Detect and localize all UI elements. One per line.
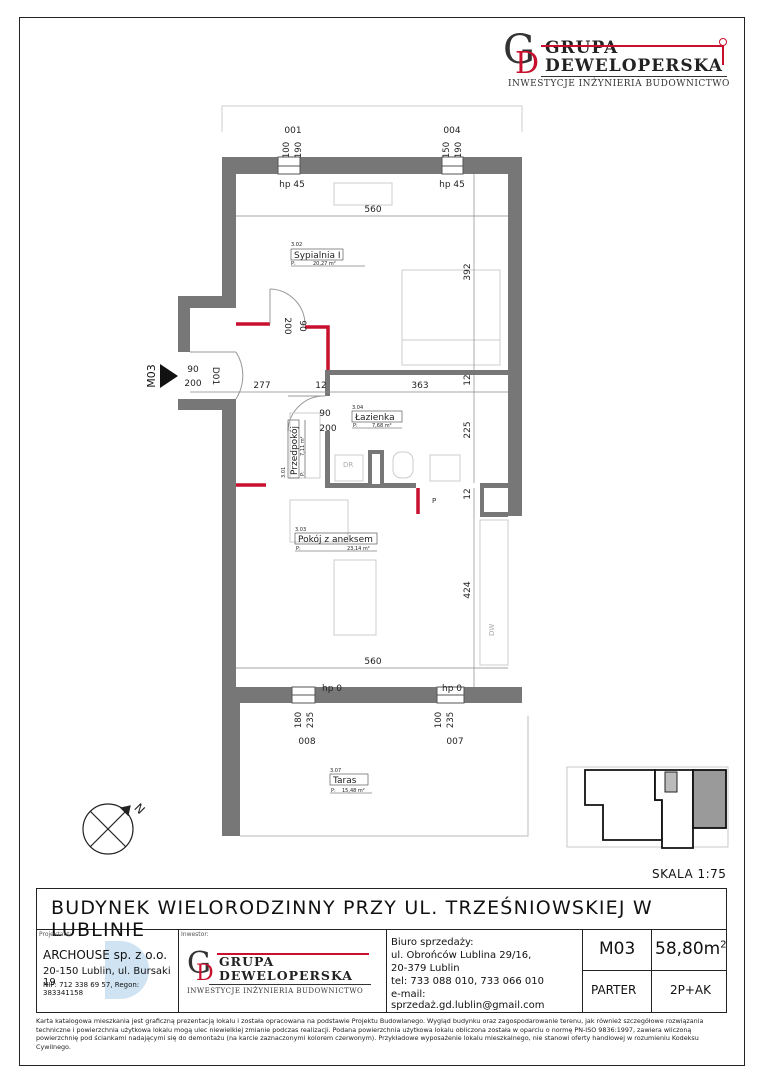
svg-text:150: 150 bbox=[442, 142, 452, 158]
svg-text:235: 235 bbox=[446, 712, 456, 728]
info-row: Projektant: ARCHOUSE sp. z o.o. 20-150 L… bbox=[36, 929, 727, 1013]
unit-area-cell: 58,80m2 2P+AK bbox=[652, 929, 727, 1012]
entry-arrow bbox=[160, 364, 178, 388]
svg-text:3.02: 3.02 bbox=[291, 242, 302, 248]
svg-text:363: 363 bbox=[411, 381, 428, 391]
roof-outline bbox=[221, 105, 523, 132]
logo-line1: GRUPA bbox=[545, 38, 619, 58]
unit-floor: PARTER bbox=[591, 983, 637, 997]
designer-name: ARCHOUSE sp. z o.o. bbox=[43, 948, 168, 962]
svg-text:90: 90 bbox=[187, 365, 199, 375]
svg-text:235: 235 bbox=[306, 712, 316, 728]
hp-label: hp 45 bbox=[279, 180, 305, 190]
svg-text:225: 225 bbox=[463, 421, 473, 438]
svg-text:3.03: 3.03 bbox=[295, 527, 306, 533]
furniture bbox=[289, 182, 509, 666]
svg-text:90: 90 bbox=[297, 320, 307, 332]
scale-label: SKALA 1:75 bbox=[652, 867, 727, 881]
room-area: 20,27 m² bbox=[313, 261, 336, 267]
hp-label: hp 0 bbox=[442, 684, 462, 694]
north-compass-icon bbox=[82, 803, 134, 855]
svg-text:3.07: 3.07 bbox=[330, 768, 341, 774]
svg-text:200: 200 bbox=[184, 379, 201, 389]
svg-text:560: 560 bbox=[364, 657, 381, 667]
svg-text:3.04: 3.04 bbox=[352, 405, 363, 411]
svg-text:P:: P: bbox=[296, 546, 301, 552]
svg-text:12: 12 bbox=[463, 488, 473, 499]
walls bbox=[178, 157, 522, 836]
svg-text:12: 12 bbox=[315, 381, 326, 391]
terrace-outline bbox=[240, 716, 529, 837]
building-title: BUDYNEK WIELORODZINNY PRZY UL. TRZEŚNIOW… bbox=[51, 897, 653, 941]
dimension-lines bbox=[190, 174, 508, 687]
hp-label: hp 0 bbox=[322, 684, 342, 694]
doors bbox=[190, 288, 326, 432]
designer-ids: NIP: 712 338 69 57, Regon: 383341158 bbox=[43, 981, 140, 997]
hp-label: hp 45 bbox=[439, 180, 465, 190]
room-area: 7,68 m² bbox=[372, 423, 392, 429]
room-name: Taras bbox=[332, 776, 357, 786]
svg-text:P:: P: bbox=[291, 261, 296, 267]
svg-text:190: 190 bbox=[294, 142, 304, 158]
room-name: Pokój z aneksem bbox=[298, 534, 373, 545]
svg-text:90: 90 bbox=[319, 409, 331, 419]
page-frame bbox=[19, 17, 745, 1066]
floor-plan: 001 004 008 007 hp 45 hp 45 hp 0 hp 0 10… bbox=[82, 105, 729, 855]
room-area: 23,14 m² bbox=[347, 546, 370, 552]
svg-text:200: 200 bbox=[282, 317, 292, 334]
room-name: Łazienka bbox=[354, 413, 395, 423]
svg-text:277: 277 bbox=[253, 381, 270, 391]
svg-text:D01: D01 bbox=[210, 367, 220, 385]
svg-text:424: 424 bbox=[463, 581, 473, 598]
window-label: 001 bbox=[284, 126, 301, 136]
window-label: 008 bbox=[298, 737, 315, 747]
logo-line2: DEWELOPERSKA bbox=[545, 56, 723, 76]
svg-text:P:: P: bbox=[331, 788, 336, 794]
unit-type: 2P+AK bbox=[670, 983, 712, 997]
svg-text:12: 12 bbox=[463, 374, 473, 385]
svg-text:100: 100 bbox=[282, 142, 292, 158]
fixture-label: DR bbox=[343, 461, 353, 469]
svg-text:3.01: 3.01 bbox=[281, 467, 287, 478]
designer-address: 20-150 Lublin, ul. Bursaki 19 bbox=[43, 966, 171, 988]
fixture-label: DW bbox=[488, 624, 496, 636]
room-area: 15,48 m² bbox=[342, 788, 365, 794]
key-plan bbox=[566, 766, 729, 849]
title-bar: BUDYNEK WIELORODZINNY PRZY UL. TRZEŚNIOW… bbox=[36, 888, 727, 941]
entry-marker: M03 bbox=[145, 364, 158, 388]
room-area: 7,11 m² bbox=[300, 436, 306, 456]
sales-phone: tel: 733 088 010, 733 066 010 bbox=[391, 976, 544, 987]
disclaimer: Karta katalogowa mieszkania jest graficz… bbox=[36, 1017, 704, 1051]
fixture-label: P bbox=[432, 497, 436, 505]
unit-code: M03 bbox=[599, 939, 636, 959]
designer-cell: Projektant: ARCHOUSE sp. z o.o. 20-150 L… bbox=[37, 929, 179, 1012]
sales-office-cell: Biuro sprzedaży: ul. Obrońców Lublina 29… bbox=[387, 929, 583, 1012]
svg-text:P:: P: bbox=[353, 423, 358, 429]
unit-code-cell: M03 PARTER bbox=[583, 929, 652, 1012]
room-name: Przedpokój bbox=[289, 426, 300, 475]
sales-email: e-mail: sprzedaż.gd.lublin@gmail.com bbox=[391, 989, 545, 1011]
logo-subtitle: INWESTYCJE INŻYNIERIA BUDOWNICTWO bbox=[508, 79, 730, 89]
unit-area: 58,80m2 bbox=[655, 939, 727, 959]
svg-text:190: 190 bbox=[454, 142, 464, 158]
svg-text:392: 392 bbox=[463, 263, 473, 280]
svg-text:100: 100 bbox=[434, 712, 444, 728]
north-label: N bbox=[131, 801, 147, 817]
demountable-walls bbox=[236, 322, 420, 514]
window-label: 007 bbox=[446, 737, 463, 747]
svg-text:200: 200 bbox=[319, 424, 336, 434]
room-name: Sypialnia I bbox=[294, 251, 341, 261]
windows bbox=[277, 156, 465, 704]
svg-text:180: 180 bbox=[294, 712, 304, 728]
svg-text:P:: P: bbox=[300, 471, 306, 476]
window-label: 004 bbox=[443, 126, 460, 136]
svg-text:560: 560 bbox=[364, 205, 381, 215]
